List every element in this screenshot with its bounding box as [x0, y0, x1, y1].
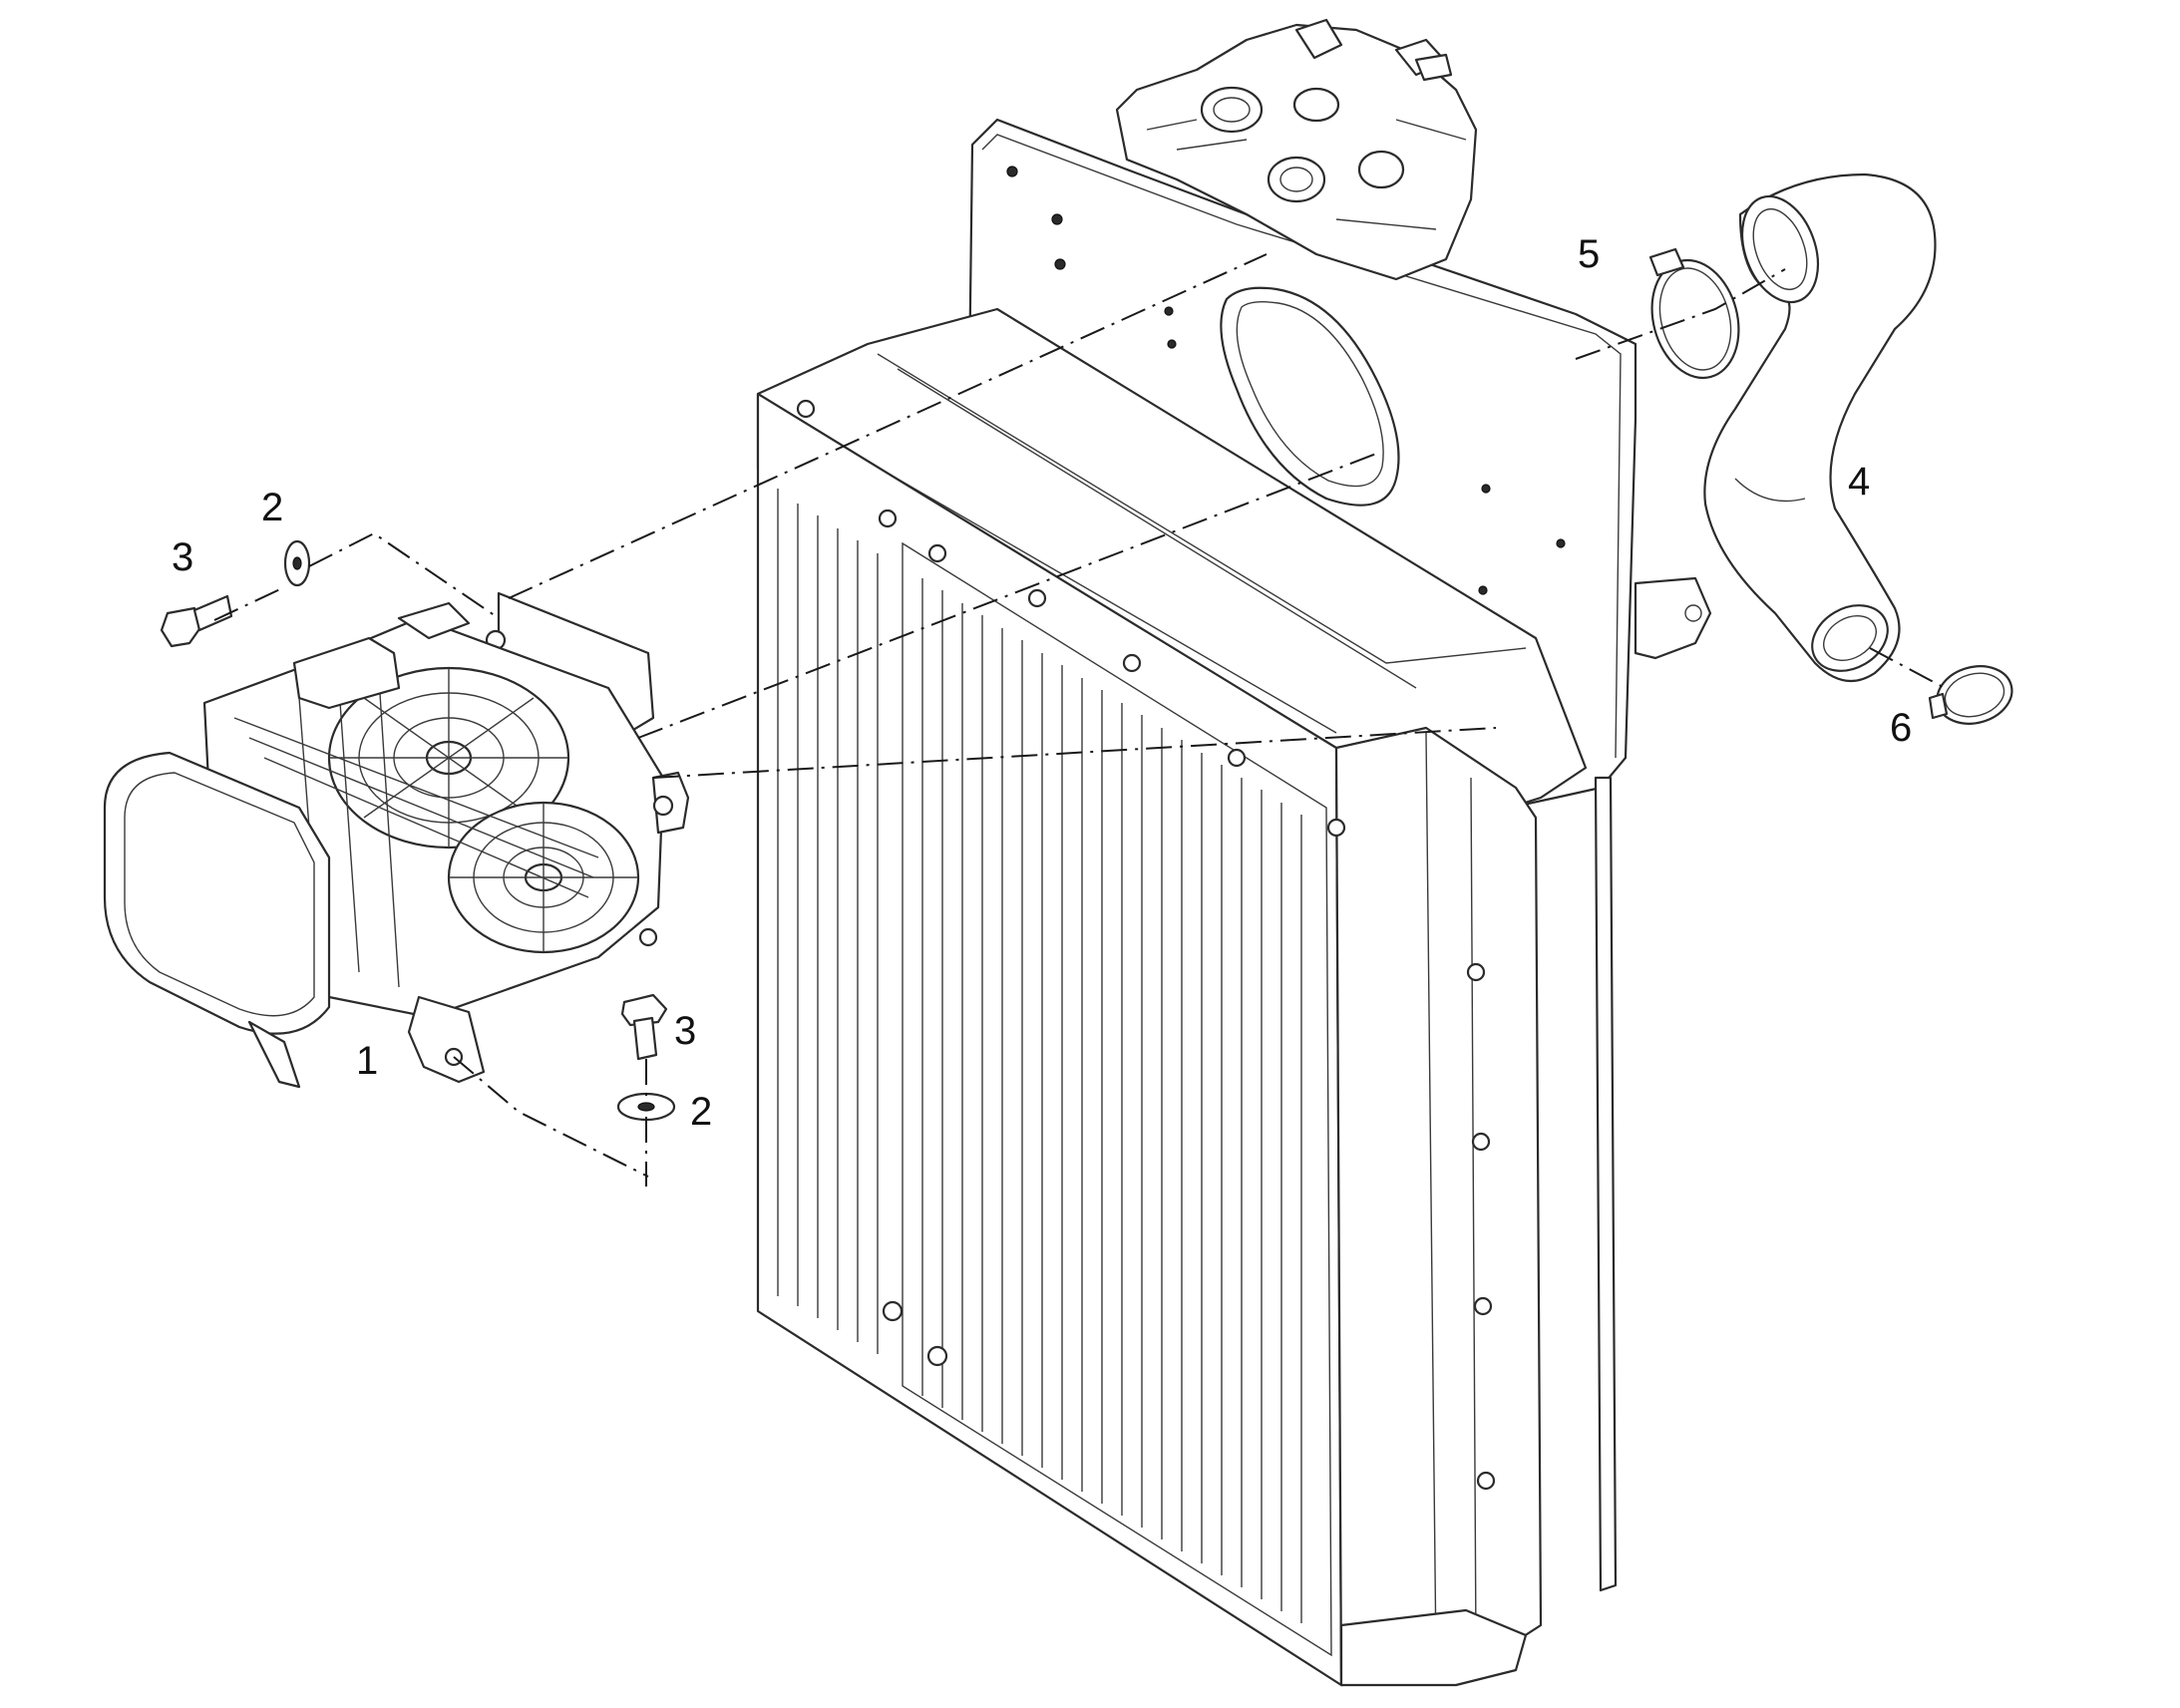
callout-part-3-upper: 3: [172, 535, 193, 579]
upper-washer: [283, 539, 311, 587]
callout-part-6: 6: [1890, 706, 1912, 750]
upper-hose-clamp: [1648, 247, 1740, 380]
callout-part-2-upper: 2: [261, 486, 283, 529]
callout-part-4: 4: [1848, 460, 1870, 504]
lower-bolt: [620, 993, 668, 1061]
upper-bolt: [160, 594, 233, 648]
callout-part-3-lower: 3: [674, 1009, 696, 1053]
charge-air-hose: [1703, 172, 1937, 683]
radiator-core: [756, 307, 1618, 1687]
expansion-tank: [1115, 18, 1478, 281]
callout-part-1: 1: [356, 1039, 378, 1083]
callout-part-5: 5: [1578, 232, 1600, 276]
radiator-fins: [777, 489, 1302, 1623]
assembly-leader-lines: [213, 253, 1946, 1187]
callout-part-2-lower: 2: [690, 1090, 712, 1134]
fan-assembly: [103, 591, 690, 1089]
lower-hose-clamp: [1928, 665, 2013, 725]
lower-washer: [616, 1092, 676, 1122]
